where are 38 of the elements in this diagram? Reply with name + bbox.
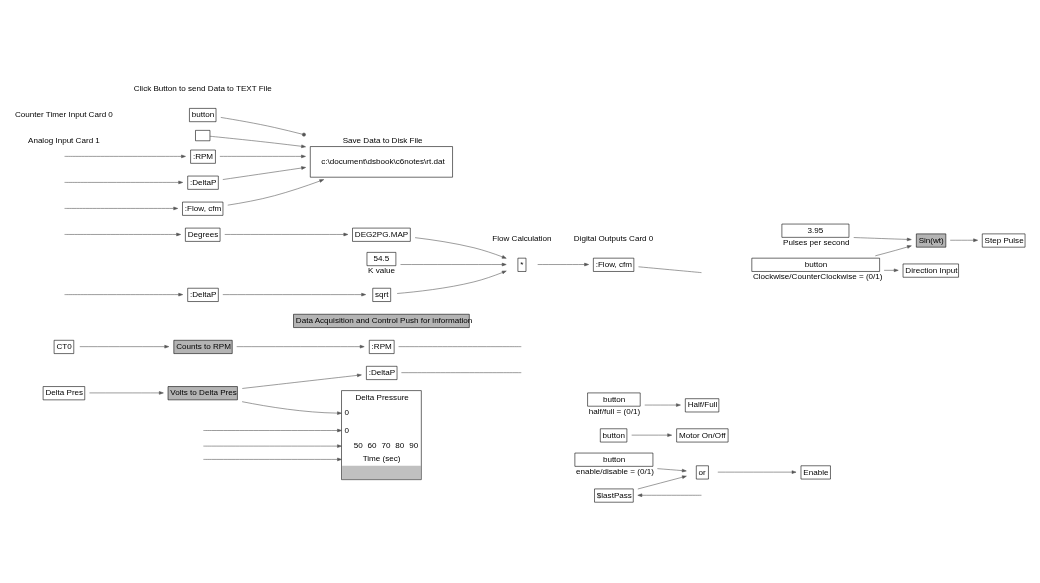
- arrow: [222, 165, 306, 180]
- arrow: [78, 344, 169, 348]
- arrow: [637, 493, 702, 497]
- arrow: [396, 270, 507, 294]
- arrow: [717, 469, 796, 474]
- arrow: [209, 135, 306, 148]
- connector: [400, 371, 522, 373]
- arrow: [63, 154, 186, 158]
- arrow: [88, 390, 164, 395]
- arrow: [536, 262, 589, 266]
- connector: [637, 266, 702, 273]
- arrow: [874, 244, 912, 256]
- arrow: [637, 475, 687, 489]
- arrow: [949, 238, 978, 242]
- connector: [220, 116, 306, 137]
- connector: [397, 345, 522, 347]
- arrow: [241, 373, 362, 389]
- arrow: [852, 236, 912, 241]
- arrow: [226, 178, 324, 205]
- arrow: [63, 180, 183, 184]
- arrow: [222, 292, 366, 296]
- arrow: [202, 443, 342, 448]
- arrow: [63, 292, 183, 296]
- arrow: [399, 262, 506, 266]
- arrow: [241, 400, 342, 415]
- arrow: [643, 402, 681, 407]
- arrow: [883, 268, 898, 272]
- arrow: [414, 236, 506, 259]
- arrow: [630, 432, 672, 437]
- node-box: [194, 129, 210, 141]
- arrow: [63, 232, 181, 236]
- arrow: [202, 428, 342, 432]
- arrow: [63, 206, 178, 210]
- arrow: [656, 467, 687, 472]
- arrow: [202, 457, 342, 461]
- arrow: [235, 344, 364, 348]
- arrow: [219, 154, 306, 158]
- arrow: [223, 232, 348, 236]
